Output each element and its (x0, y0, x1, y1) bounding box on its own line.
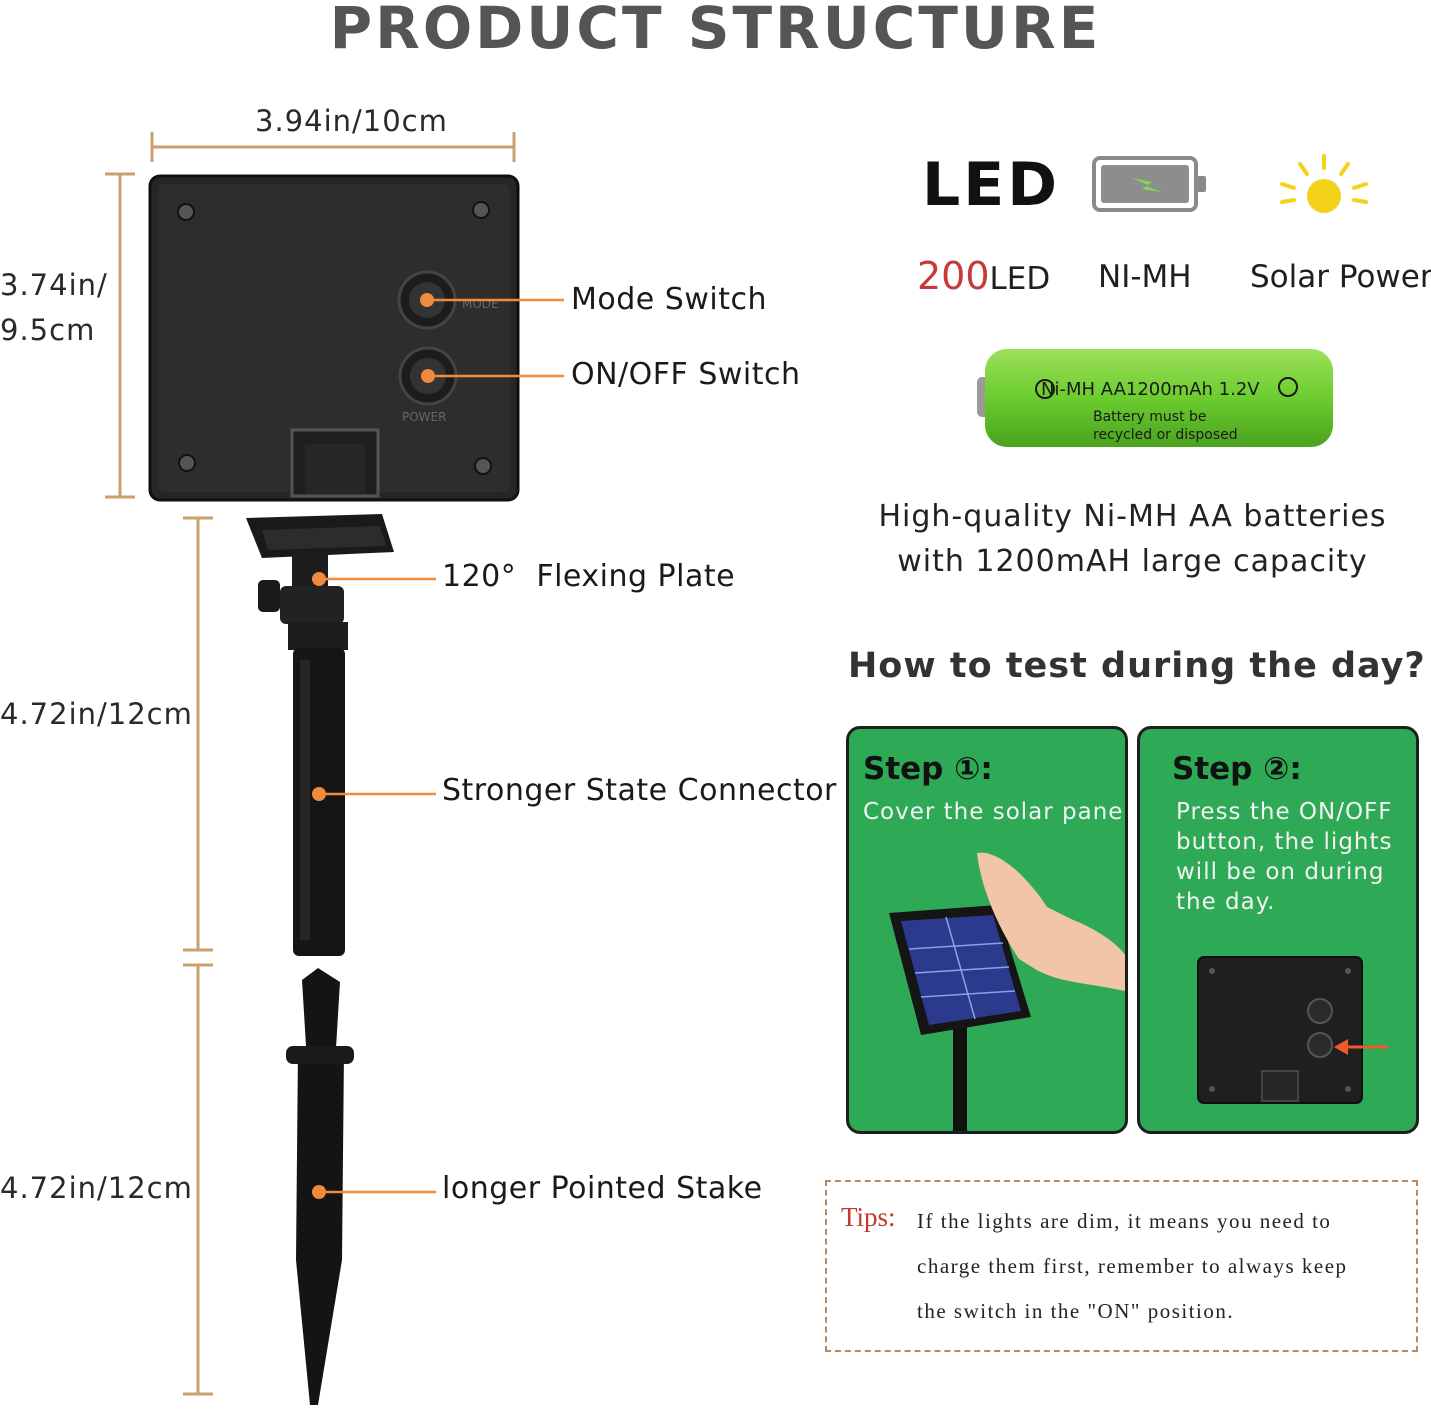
led-count: 200LED (917, 254, 1050, 298)
how-to-title: How to test during the day? (848, 646, 1426, 686)
screw-icon (178, 454, 196, 472)
stake-label: longer Pointed Stake (442, 1171, 763, 1206)
solar-panel-with-hand-illustration (889, 852, 1125, 1131)
battery-description: High-quality Ni-MH AA batteries with 120… (855, 494, 1410, 584)
screw-icon (472, 201, 490, 219)
step2-text-line3: will be on during (1176, 859, 1385, 885)
power-text: POWER (402, 410, 446, 424)
stake-dimension-line (183, 963, 213, 1396)
product-diagram: MODE POWER (105, 132, 564, 1405)
sun-icon (1280, 154, 1368, 213)
battery-spec: Ni-MH AA1200mAh 1.2V (1041, 379, 1260, 400)
aa-battery-illustration: Ni-MH AA1200mAh 1.2V Battery must be rec… (977, 349, 1333, 447)
power-source-label: Solar Power (1250, 259, 1431, 295)
battery-icon (1092, 156, 1206, 212)
step1-text: Cover the solar panel (863, 799, 1128, 825)
width-dimension-line (150, 132, 516, 162)
led-count-number: 200 (917, 254, 990, 298)
battery-description-line2: with 1200mAH large capacity (897, 544, 1368, 579)
step1-title: Step ①: (863, 751, 993, 787)
stake-dimension-label: 4.72in/12cm (0, 1171, 193, 1205)
tips-line3: the switch in the "ON" position. (917, 1299, 1235, 1323)
step2-panel: Step ②: Press the ON/OFF button, the lig… (1137, 726, 1419, 1134)
mode-switch-label: Mode Switch (571, 282, 767, 317)
battery-note-1: Battery must be (1093, 409, 1207, 425)
callout-dot (312, 572, 326, 586)
connector-label: Stronger State Connector (442, 773, 837, 808)
battery-note-2: recycled or disposed (1093, 427, 1238, 443)
panel-back-illustration (1197, 956, 1388, 1104)
tips-heading: Tips: (841, 1202, 896, 1232)
connector-dimension-label: 4.72in/12cm (0, 697, 193, 731)
on-off-switch-label: ON/OFF Switch (571, 357, 801, 392)
battery-description-line1: High-quality Ni-MH AA batteries (878, 499, 1387, 534)
minus-icon (1278, 377, 1298, 397)
battery-type-label: NI-MH (1098, 259, 1192, 295)
tips-box: Tips: If the lights are dim, it means yo… (825, 1180, 1418, 1352)
tips-line1: If the lights are dim, it means you need… (917, 1209, 1332, 1233)
width-dimension-label: 3.94in/10cm (255, 104, 448, 138)
step2-text-line2: button, the lights (1176, 829, 1393, 855)
connector-dimension-line (183, 516, 213, 952)
tips-line2: charge them first, remember to always ke… (917, 1254, 1348, 1278)
height-dimension-label-line2: 9.5cm (0, 313, 96, 347)
step1-panel: Step ①: Cover the solar panel (846, 726, 1128, 1134)
arrow-icon (1334, 1039, 1348, 1055)
height-dimension-label-line1: 3.74in/ (0, 268, 108, 302)
callout-dot (312, 1185, 326, 1199)
flexing-plate-label: 120° Flexing Plate (442, 559, 736, 594)
step2-text: Press the ON/OFF button, the lights will… (1176, 797, 1393, 917)
step2-text-line1: Press the ON/OFF (1176, 799, 1393, 825)
flexing-plate (246, 514, 394, 650)
callout-dot (421, 369, 435, 383)
step2-title: Step ②: (1172, 751, 1302, 787)
led-heading: LED (922, 150, 1061, 220)
led-count-unit: LED (989, 261, 1051, 297)
screw-icon (474, 457, 492, 475)
plus-icon (1035, 379, 1055, 399)
height-dimension-line (105, 172, 135, 499)
screw-icon (177, 203, 195, 221)
step2-text-line4: the day. (1176, 889, 1276, 915)
tips-text: If the lights are dim, it means you need… (917, 1199, 1348, 1334)
callout-dot (312, 787, 326, 801)
solar-panel-box (148, 174, 520, 502)
page-title: PRODUCT STRUCTURE (329, 0, 1102, 62)
callout-dot (420, 293, 434, 307)
